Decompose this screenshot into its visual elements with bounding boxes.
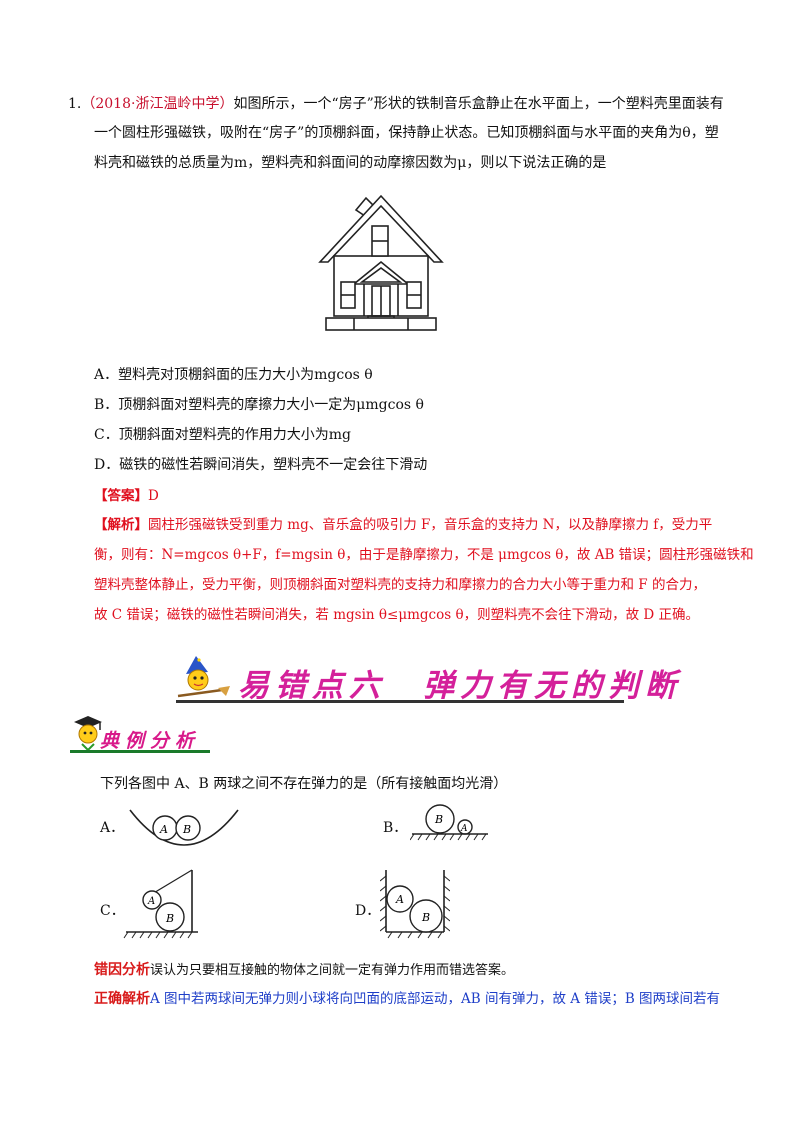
question-line-3: 料壳和磁铁的总质量为m，塑料壳和斜面间的动摩擦因数为μ，则以下说法正确的是 xyxy=(94,155,607,171)
option-b-text: 顶棚斜面对塑料壳的摩擦力大小一定为μmgcos θ xyxy=(118,397,424,413)
banner-underline xyxy=(176,700,624,703)
correct-analysis: 正确解析A 图中若两球间无弹力则小球将向凹面的底部运动，AB 间有弹力，故 A … xyxy=(94,989,720,1009)
diagram-d-ball-1: A xyxy=(395,893,404,906)
banner-title: 易错点六 弹力有无的判断 xyxy=(238,668,682,704)
scholar-mascot-icon xyxy=(74,716,102,752)
question-text-1: 如图所示，一个“房子”形状的铁制音乐盒静止在水平面上，一个塑料壳里面装有 xyxy=(233,96,724,112)
example-underline xyxy=(70,750,210,753)
diagram-a-ball-1: A xyxy=(159,823,168,836)
diagram-c: A B xyxy=(123,869,198,939)
option-a-text: 塑料壳对顶棚斜面的压力大小为mgcos θ xyxy=(118,367,373,383)
analysis-line-1: 【解析】圆柱形强磁铁受到重力 mg、音乐盒的吸引力 F，音乐盒的支持力 N，以及… xyxy=(94,517,713,533)
correct-analysis-label: 正确解析 xyxy=(94,991,150,1007)
diagram-d-ball-2: B xyxy=(421,911,430,924)
diagram-b-ball-1: B xyxy=(434,813,443,826)
choice-c-label: C． xyxy=(100,903,125,919)
diagram-c-ball-2: B xyxy=(165,912,174,925)
choice-b-label: B． xyxy=(383,820,408,836)
answer: 【答案】D xyxy=(94,486,159,506)
house-figure xyxy=(318,194,444,331)
error-cause-label: 错因分析 xyxy=(94,962,150,978)
analysis-label: 【解析】 xyxy=(94,517,148,533)
answer-label: 【答案】 xyxy=(94,488,148,504)
diagram-b: B A xyxy=(410,804,488,841)
answer-value: D xyxy=(148,488,159,504)
wizard-mascot-icon xyxy=(177,656,230,698)
error-cause: 错因分析误认为只要相互接触的物体之间就一定有弹力作用而错选答案。 xyxy=(94,960,514,981)
diagram-a-ball-2: B xyxy=(182,823,191,836)
option-d: D．磁铁的磁性若瞬间消失，塑料壳不一定会往下滑动 xyxy=(94,455,427,475)
diagram-c-ball-1: A xyxy=(147,896,155,907)
error-cause-text: 误认为只要相互接触的物体之间就一定有弹力作用而错选答案。 xyxy=(150,963,515,978)
question-source: （2018·浙江温岭中学） xyxy=(81,96,234,112)
option-c-text: 顶棚斜面对塑料壳的作用力大小为mg xyxy=(118,427,351,443)
analysis-line-3: 塑料壳整体静止，受力平衡，则顶棚斜面对塑料壳的支持力和摩擦力的合力大小等于重力和… xyxy=(94,577,706,593)
option-b: B．顶棚斜面对塑料壳的摩擦力大小一定为μmgcos θ xyxy=(94,395,424,415)
example-heading: 典例分析 xyxy=(100,730,201,752)
option-d-letter: D． xyxy=(94,457,120,473)
analysis-line-2: 衡，则有：N=mgcos θ+F，f=mgsin θ，由于是静摩擦力，不是 μm… xyxy=(94,547,754,563)
correct-analysis-text: A 图中若两球间无弹力则小球将向凹面的底部运动，AB 间有弹力，故 A 错误；B… xyxy=(150,991,721,1007)
choice-d-label: D． xyxy=(355,903,381,919)
question-line-2: 一个圆柱形强磁铁，吸附在“房子”的顶棚斜面，保持静止状态。已知顶棚斜面与水平面的… xyxy=(94,125,719,141)
option-c: C．顶棚斜面对塑料壳的作用力大小为mg xyxy=(94,425,351,445)
diagram-b-ball-2: A xyxy=(460,824,468,834)
option-c-letter: C． xyxy=(94,427,119,443)
diagram-a: A B xyxy=(129,809,239,846)
question-line-1: 1.（2018·浙江温岭中学）如图所示，一个“房子”形状的铁制音乐盒静止在水平面… xyxy=(68,94,724,114)
example-prompt: 下列各图中 A、B 两球之间不存在弹力的是（所有接触面均光滑） xyxy=(100,776,508,792)
option-a: A．塑料壳对顶棚斜面的压力大小为mgcos θ xyxy=(94,365,373,385)
analysis-line-4: 故 C 错误；磁铁的磁性若瞬间消失，若 mgsin θ≤μmgcos θ，则塑料… xyxy=(94,607,699,623)
choice-a-label: A． xyxy=(100,820,125,836)
question-number: 1. xyxy=(68,96,82,112)
option-d-text: 磁铁的磁性若瞬间消失，塑料壳不一定会往下滑动 xyxy=(119,457,428,473)
option-a-letter: A． xyxy=(94,367,119,383)
diagram-d: A B xyxy=(380,870,450,939)
option-b-letter: B． xyxy=(94,397,119,413)
